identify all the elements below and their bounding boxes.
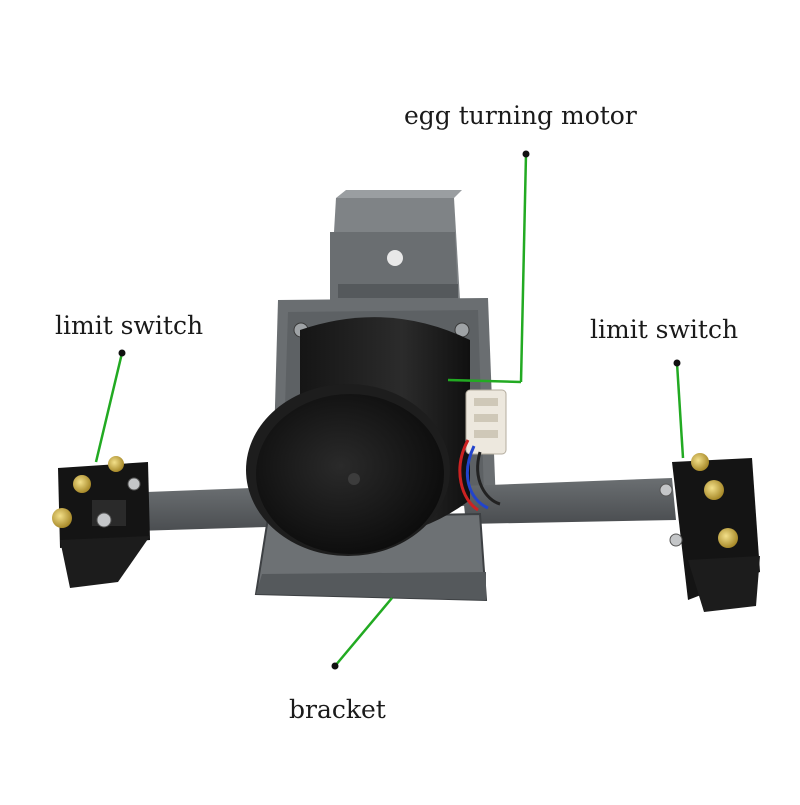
bracket-leader-dot	[331, 662, 339, 670]
motor-leader-dot	[522, 150, 530, 158]
left-switch-leader-dot	[118, 349, 126, 357]
leader-lines	[94, 150, 685, 670]
callout-egg-turning-motor: egg turning motor	[404, 101, 637, 130]
left-limit-switch	[52, 456, 150, 588]
motor-leader-line	[519, 153, 528, 383]
callout-bracket: bracket	[289, 695, 386, 724]
right-switch-leader-dot	[673, 359, 681, 367]
bracket-leader-line	[334, 597, 393, 667]
right-limit-switch	[659, 453, 760, 612]
callout-limit-switch-left: limit switch	[55, 311, 204, 340]
right-switch-leader-line	[675, 362, 685, 459]
left-switch-leader-line	[94, 352, 124, 463]
egg-turning-motor	[246, 317, 507, 556]
callout-limit-switch-right: limit switch	[590, 315, 739, 344]
upper-mount	[330, 190, 462, 300]
